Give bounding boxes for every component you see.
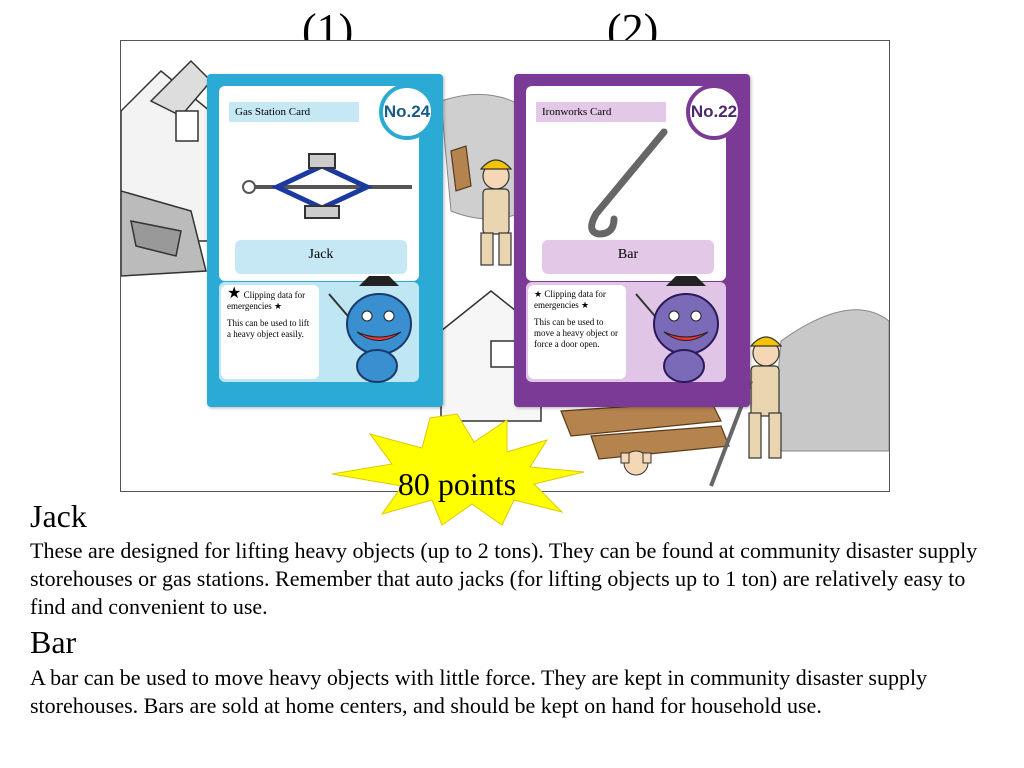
mascot-icon (328, 276, 412, 383)
bar-section-title: Bar (30, 624, 77, 660)
star-icon: ★ (534, 289, 543, 299)
card-note-description: This can be used to move a heavy object … (534, 317, 618, 349)
star-icon: ★ (227, 285, 242, 302)
card-number-badge: No.22 (686, 84, 742, 140)
jack-icon (242, 153, 412, 219)
card-item-name: Jack (235, 240, 407, 274)
card-note: ★ Clipping data for emergencies ★ This c… (528, 285, 626, 379)
card-item-name: Bar (542, 240, 714, 274)
card-title: Ironworks Card (536, 102, 666, 122)
mascot-icon (635, 276, 719, 383)
card-note-description: This can be used to lift a heavy object … (227, 318, 310, 339)
card-note-heading: Clipping data for emergencies ★ (227, 290, 306, 311)
points-badge-text: 80 points (397, 466, 517, 502)
card-title: Gas Station Card (229, 102, 359, 122)
bar-icon (588, 128, 668, 238)
jack-section-body: These are designed for lifting heavy obj… (30, 538, 978, 619)
gas-station-card: Gas Station Card No.24 Jack ★ Clipping d… (207, 74, 443, 407)
ironworks-card: Ironworks Card No.22 Bar ★ Clipping data… (514, 74, 750, 407)
card-note-heading: Clipping data for emergencies ★ (534, 289, 606, 310)
starburst-badge (331, 413, 585, 526)
jack-section-title: Jack (30, 498, 87, 534)
illustration-panel: Gas Station Card No.24 Jack ★ Clipping d… (120, 40, 890, 492)
card-note: ★ Clipping data for emergencies ★ This c… (221, 285, 319, 379)
card-number-badge: No.24 (379, 84, 435, 140)
bar-section-body: A bar can be used to move heavy objects … (30, 665, 928, 718)
